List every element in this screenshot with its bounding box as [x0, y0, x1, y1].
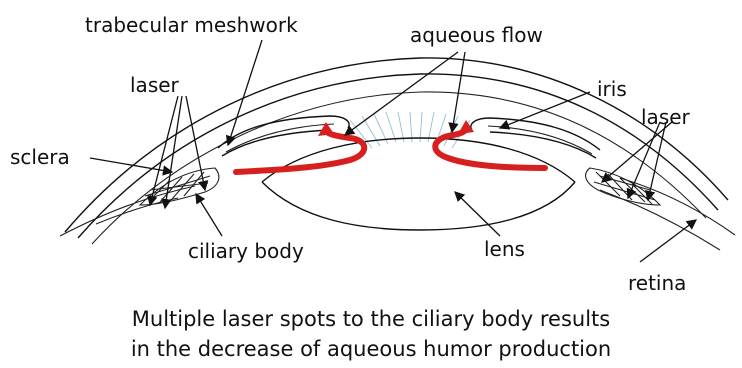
label-sclera: sclera: [10, 145, 70, 169]
caption-line-2: in the decrease of aqueous humor product…: [131, 337, 611, 361]
label-ciliary-body: ciliary body: [188, 239, 304, 263]
caption-line-1: Multiple laser spots to the ciliary body…: [132, 307, 610, 331]
iris-right: [471, 118, 600, 158]
label-retina: retina: [628, 271, 686, 295]
label-laser-right: laser: [641, 105, 691, 129]
label-lens: lens: [484, 237, 525, 261]
lens-outline: [262, 138, 575, 230]
ciliary-body-right: [586, 168, 660, 205]
label-iris: iris: [597, 77, 627, 101]
label-aqueous-flow: aqueous flow: [410, 23, 543, 47]
label-laser-left: laser: [130, 73, 180, 97]
label-trabecular-meshwork: trabecular meshwork: [85, 13, 298, 37]
